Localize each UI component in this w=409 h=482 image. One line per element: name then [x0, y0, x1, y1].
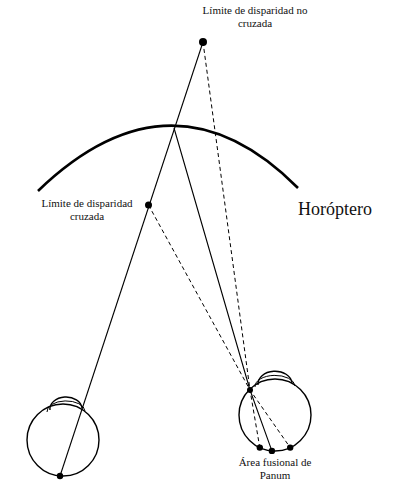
retina-point	[257, 444, 263, 450]
nodal-point	[247, 387, 253, 393]
retina-point	[57, 473, 63, 479]
retina-point	[269, 448, 275, 454]
horopter-label: Horóptero	[298, 199, 402, 220]
right-cornea	[255, 375, 295, 387]
left-cornea	[47, 401, 85, 412]
dashed-ray	[149, 205, 291, 448]
sight-line	[60, 42, 203, 476]
panum-label: Área fusional de Panum	[228, 456, 322, 481]
limit-label: Límite de disparidad cruzada	[36, 197, 138, 222]
sight-line	[174, 128, 272, 451]
limit-label: Límite de disparidad no cruzada	[198, 4, 312, 29]
horopter-arc	[38, 126, 298, 191]
right-eye	[239, 379, 311, 451]
dashed-ray	[203, 42, 260, 448]
retina-point	[287, 444, 293, 450]
limit-point	[145, 202, 152, 209]
limit-point	[199, 38, 207, 46]
right-cornea	[258, 371, 292, 385]
